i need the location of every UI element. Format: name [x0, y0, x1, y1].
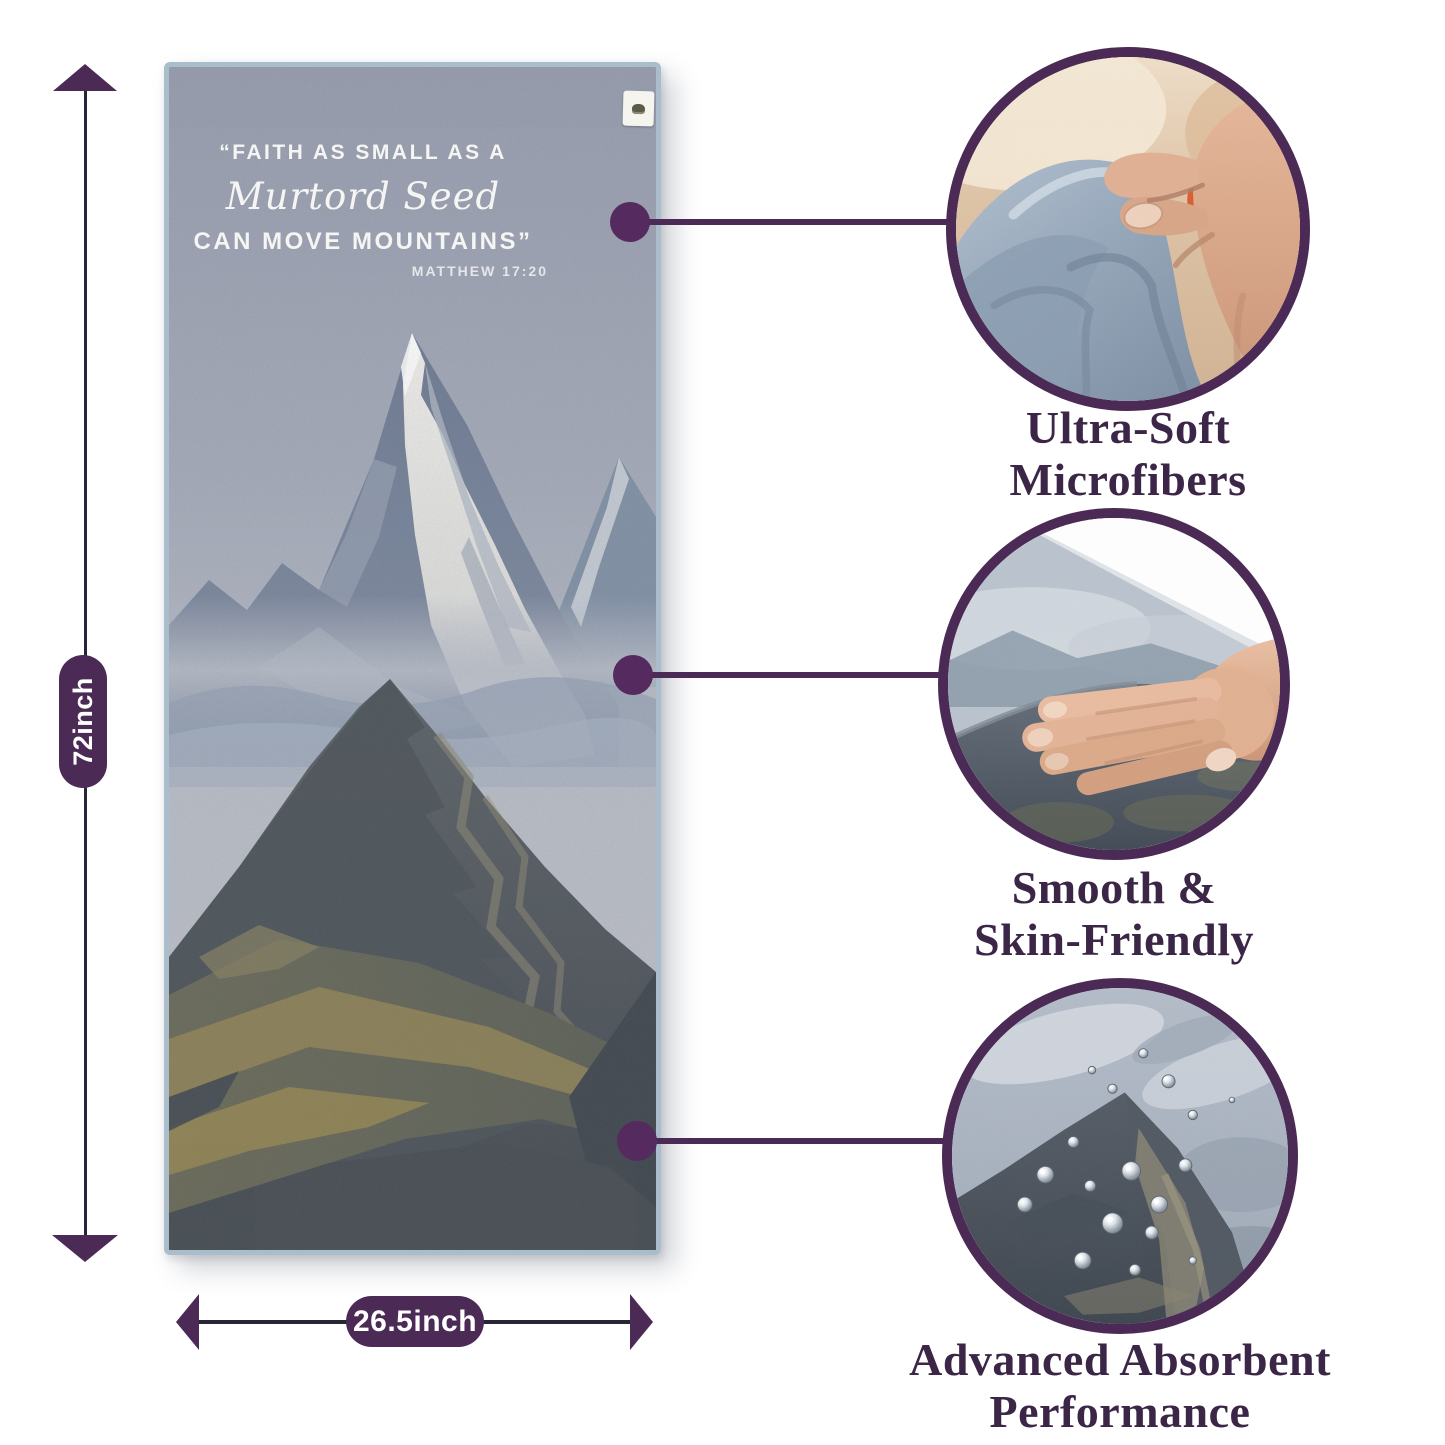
brand-tag-icon: [631, 103, 646, 114]
hand-pressing-smooth-towel-surface-icon: [948, 518, 1280, 850]
feature-label-line: Skin-Friendly: [973, 913, 1254, 965]
feature-photo-absorbent: [942, 978, 1298, 1334]
towel-product-image: “FAITH AS SMALL AS A Murtord Seed CAN MO…: [164, 62, 661, 1255]
callout-line-1: [642, 219, 950, 225]
height-label-pill: 72inch: [59, 655, 107, 788]
height-label: 72inch: [67, 677, 98, 766]
width-label: 26.5inch: [352, 1304, 478, 1338]
width-label-pill: 26.5inch: [346, 1296, 484, 1347]
feature-label-line: Smooth &: [1011, 862, 1217, 913]
hand-pinching-soft-microfiber-fabric-icon: [956, 57, 1300, 401]
feature-label-line: Microfibers: [1009, 453, 1247, 505]
callout-dot-1: [610, 202, 650, 242]
quote-line-3: CAN MOVE MOUNTAINS”: [193, 228, 533, 255]
water-droplets-beading-on-fabric-icon: [952, 988, 1288, 1324]
feature-label-smooth: Smooth & Skin-Friendly: [913, 862, 1315, 965]
quote-line-1: “FAITH AS SMALL AS A: [219, 141, 507, 164]
verse-reference: MATTHEW 17:20: [411, 263, 548, 279]
callout-line-2: [646, 672, 942, 678]
feature-label-line: Advanced Absorbent: [909, 1334, 1331, 1385]
arrow-left-icon: [176, 1294, 199, 1350]
mountain-artwork: [169, 67, 656, 1250]
quote-line-2: Murtord Seed: [225, 175, 501, 218]
feature-photo-smooth: [938, 508, 1290, 860]
feature-label-absorbent: Advanced Absorbent Performance: [880, 1334, 1360, 1437]
feature-label-line: Performance: [989, 1385, 1251, 1437]
callout-dot-2: [613, 655, 653, 695]
feature-label-ultra-soft: Ultra-Soft Microfibers: [946, 402, 1310, 505]
feature-label-line: Ultra-Soft: [1025, 402, 1231, 453]
arrow-right-icon: [630, 1294, 653, 1350]
arrow-up-icon: [53, 64, 117, 91]
feature-photo-ultra-soft: [946, 47, 1310, 411]
callout-dot-3: [617, 1121, 657, 1161]
bible-quote: “FAITH AS SMALL AS A Murtord Seed CAN MO…: [187, 141, 539, 256]
brand-tag: [622, 90, 655, 127]
arrow-down-icon: [52, 1235, 118, 1262]
callout-line-3: [650, 1138, 946, 1144]
